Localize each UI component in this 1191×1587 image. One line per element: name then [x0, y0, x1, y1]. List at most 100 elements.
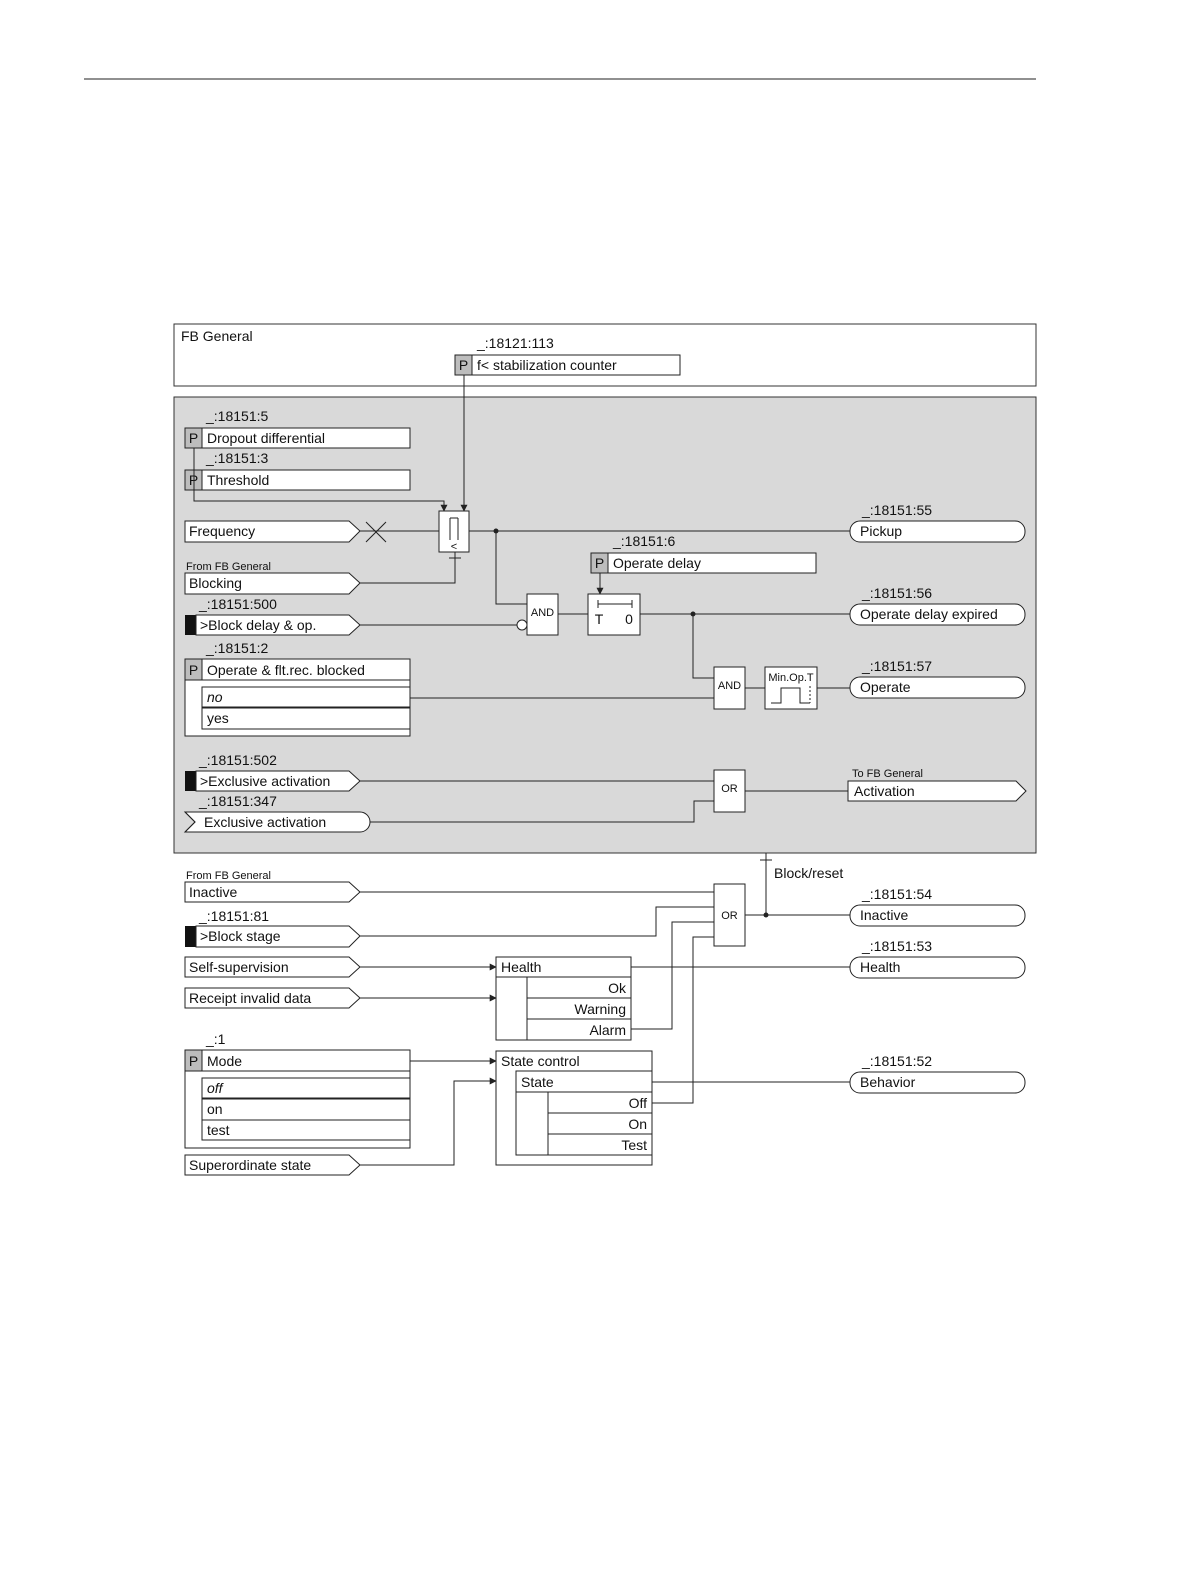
svg-text:OR: OR	[721, 910, 738, 922]
svg-text:Health: Health	[501, 959, 541, 975]
svg-text:_:18151:55: _:18151:55	[861, 502, 932, 518]
svg-text:AND: AND	[718, 680, 741, 692]
svg-text:From FB General: From FB General	[186, 870, 271, 882]
svg-text:Alarm: Alarm	[589, 1022, 626, 1038]
svg-text:Activation: Activation	[854, 783, 915, 799]
svg-text:_:18151:56: _:18151:56	[861, 585, 932, 601]
svg-text:<: <	[451, 541, 457, 553]
junction-dot	[763, 912, 769, 918]
min-operate-time-block: Min.Op.T	[764, 666, 818, 710]
input-receipt-invalid-data: Receipt invalid data	[184, 987, 361, 1009]
svg-text:Operate: Operate	[860, 679, 911, 695]
fb-general-title: FB General	[181, 328, 253, 344]
svg-text:Dropout differential: Dropout differential	[207, 430, 325, 446]
svg-text:State control: State control	[501, 1053, 580, 1069]
svg-text:Warning: Warning	[574, 1001, 626, 1017]
input-superordinate-state: Superordinate state	[184, 1154, 361, 1176]
svg-text:Operate delay: Operate delay	[613, 555, 701, 571]
output-operate: Operate	[849, 676, 1026, 699]
svg-text:Inactive: Inactive	[860, 907, 908, 923]
output-behavior: Behavior	[849, 1071, 1026, 1094]
svg-text:Exclusive activation: Exclusive activation	[204, 814, 326, 830]
svg-text:Operate delay expired: Operate delay expired	[860, 606, 998, 622]
svg-text:_:18151:52: _:18151:52	[861, 1053, 932, 1069]
inverter-circle-icon	[516, 619, 528, 631]
svg-text:_:18151:54: _:18151:54	[861, 886, 932, 902]
svg-text:Pickup: Pickup	[860, 523, 902, 539]
svg-text:Receipt invalid data: Receipt invalid data	[189, 990, 311, 1006]
stabilization-counter-label: f< stabilization counter	[477, 357, 617, 373]
svg-text:_:18151:502: _:18151:502	[198, 752, 277, 768]
svg-text:Off: Off	[629, 1095, 648, 1111]
svg-text:Min.Op.T: Min.Op.T	[768, 672, 814, 684]
output-inactive: Inactive	[849, 904, 1026, 927]
svg-text:Threshold: Threshold	[207, 472, 269, 488]
svg-text:Ok: Ok	[608, 980, 627, 996]
svg-text:_:18151:500: _:18151:500	[198, 596, 277, 612]
not-connected-cross-icon	[365, 521, 387, 543]
svg-text:AND: AND	[531, 607, 554, 619]
svg-text:Blocking: Blocking	[189, 575, 242, 591]
svg-text:_:18151:5: _:18151:5	[205, 408, 268, 424]
operate-delay-timer: T 0	[587, 593, 641, 636]
svg-text:OR: OR	[721, 783, 738, 795]
svg-text:on: on	[207, 1101, 223, 1117]
and-gate-2: AND	[713, 666, 746, 710]
or-gate-activation: OR	[713, 769, 746, 813]
svg-text:no: no	[207, 689, 223, 705]
svg-text:_:18151:53: _:18151:53	[861, 938, 932, 954]
input-inactive: Inactive	[184, 881, 361, 903]
svg-text:_:18151:2: _:18151:2	[205, 640, 268, 656]
param-operate-flt-rec-blocked: _:18151:2 P Operate & flt.rec. blocked n…	[184, 640, 411, 737]
blocking-source: From FB General	[186, 561, 271, 573]
param-mode: _:1 P Mode off on test	[184, 1031, 411, 1149]
svg-text:P: P	[189, 430, 198, 446]
svg-text:off: off	[207, 1080, 225, 1096]
input-block-delay: >Block delay & op.	[185, 614, 361, 636]
svg-text:_:18151:81: _:18151:81	[198, 908, 269, 924]
input-exclusive-activation-binary: >Exclusive activation	[185, 770, 361, 792]
or-gate-inactive: OR	[713, 883, 746, 947]
input-blocking: Blocking	[184, 572, 361, 595]
svg-text:Test: Test	[621, 1137, 647, 1153]
svg-text:>Block stage: >Block stage	[200, 928, 281, 944]
svg-text:To FB General: To FB General	[852, 768, 923, 780]
svg-text:_:18151:57: _:18151:57	[861, 658, 932, 674]
svg-text:Health: Health	[860, 959, 900, 975]
svg-text:Frequency: Frequency	[189, 523, 255, 539]
svg-text:Behavior: Behavior	[860, 1074, 916, 1090]
input-frequency: Frequency	[184, 520, 361, 543]
param-operate-delay: _:18151:6 P Operate delay	[590, 533, 817, 574]
svg-text:On: On	[628, 1116, 647, 1132]
svg-text:P: P	[189, 1053, 198, 1069]
svg-text:Operate & flt.rec. blocked: Operate & flt.rec. blocked	[207, 662, 365, 678]
svg-text:>Exclusive activation: >Exclusive activation	[200, 773, 330, 789]
svg-text:P: P	[595, 555, 604, 571]
health-block: Health Ok Warning Alarm	[495, 956, 632, 1041]
param-dropout-differential: _:18151:5 P Dropout differential	[184, 408, 411, 449]
output-operate-delay-expired: Operate delay expired	[849, 603, 1026, 626]
svg-text:Mode: Mode	[207, 1053, 242, 1069]
svg-text:>Block delay & op.: >Block delay & op.	[200, 617, 316, 633]
svg-text:Inactive: Inactive	[189, 884, 237, 900]
svg-text:yes: yes	[207, 710, 229, 726]
output-activation: Activation	[847, 780, 1027, 802]
svg-text:T: T	[595, 611, 604, 627]
output-pickup: Pickup	[849, 520, 1026, 543]
input-self-supervision: Self-supervision	[184, 956, 361, 978]
block-reset-label: Block/reset	[774, 865, 843, 881]
fb-general-frame: FB General _:18121:113 P f< stabilizatio…	[173, 323, 1037, 387]
svg-text:_:18151:3: _:18151:3	[205, 450, 268, 466]
fb-general-param-address: _:18121:113	[476, 335, 554, 351]
output-health: Health	[849, 956, 1026, 979]
svg-text:test: test	[207, 1122, 230, 1138]
and-gate-1: AND	[526, 593, 559, 636]
svg-text:0: 0	[625, 611, 633, 627]
svg-text:Self-supervision: Self-supervision	[189, 959, 289, 975]
svg-text:_:1: _:1	[205, 1031, 226, 1047]
svg-text:_:18151:6: _:18151:6	[612, 533, 675, 549]
svg-text:P: P	[459, 357, 468, 373]
input-block-stage: >Block stage	[185, 925, 361, 948]
state-control-block: State control State Off On Test	[495, 1050, 653, 1166]
